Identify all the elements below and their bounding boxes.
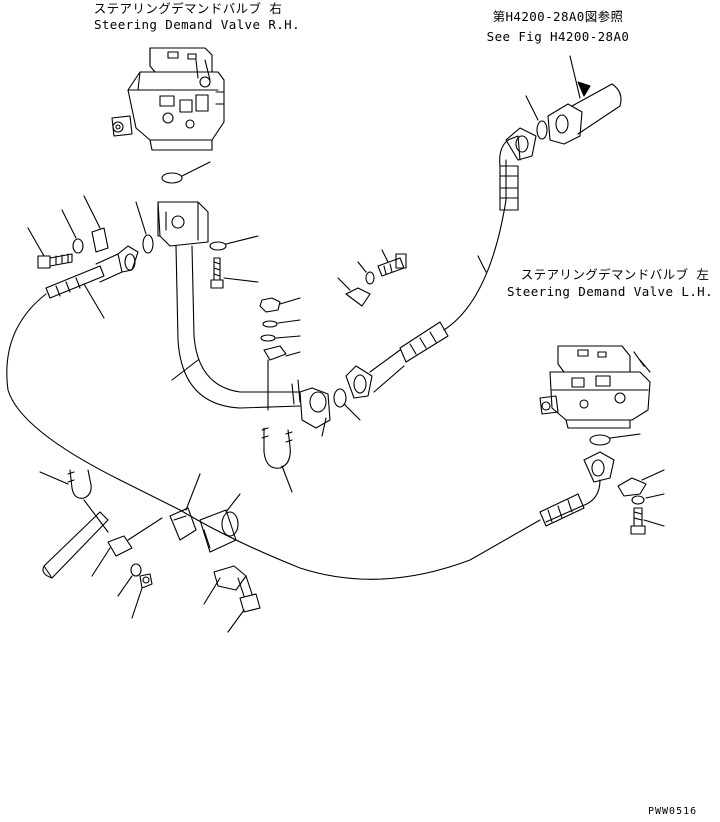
steel-tube (175, 245, 301, 409)
leader-line (277, 319, 301, 324)
washer (72, 238, 84, 254)
leader-line (321, 417, 327, 437)
hydraulic-hose-long (6, 293, 541, 580)
leader-line (61, 209, 77, 239)
drawing-code: PWW0516 (648, 806, 698, 817)
leader-line (171, 359, 199, 381)
washer (262, 320, 278, 328)
lh-valve-assembly (539, 345, 651, 429)
lh-valve-label-jp: ステアリングデマンドバルブ 左 (520, 267, 710, 282)
leader-line (275, 335, 301, 339)
o-ring (589, 434, 611, 446)
clamp (213, 565, 247, 591)
leader-line (223, 277, 259, 283)
reference-label-jp: 第H4200-28A0図参照 (492, 9, 624, 24)
steel-tube-edge (191, 245, 301, 393)
leader-line (117, 575, 133, 597)
split-flange (617, 477, 647, 497)
washer (209, 241, 227, 251)
leader-line (641, 469, 665, 481)
clamp-bracket (169, 507, 197, 541)
split-flange (91, 227, 109, 253)
u-bolt-lower (67, 469, 92, 499)
washer (130, 563, 142, 577)
leader-line (225, 493, 241, 513)
leader-line (203, 577, 221, 605)
bolt-left (37, 253, 73, 269)
leader-line (225, 235, 259, 245)
leader-line (91, 547, 111, 577)
hose-section (43, 511, 109, 579)
leader-line (135, 201, 147, 235)
leader-line (343, 403, 361, 421)
bolt-lh (630, 507, 646, 535)
hose-fitting-left (45, 245, 139, 299)
tube-flange (291, 379, 331, 429)
reference-label-en: See Fig H4200-28A0 (486, 29, 630, 44)
bolt-bottom (237, 575, 261, 613)
reference-arrow-line (569, 55, 581, 99)
leader-line (131, 587, 143, 619)
leader-line (227, 609, 245, 633)
leader-line (185, 473, 201, 511)
leader-line (525, 95, 539, 121)
lh-valve-label-en: Steering Demand Valve L.H. (506, 284, 714, 299)
u-bolt (261, 427, 293, 469)
leader-line (477, 255, 487, 273)
leader-line (127, 517, 163, 541)
nut-hole (142, 576, 150, 584)
leader-line (83, 195, 101, 229)
clip (263, 345, 287, 361)
hydraulic-hose-upper (443, 159, 507, 331)
leader-line (337, 277, 351, 291)
bolt-mid (377, 253, 407, 277)
o-ring (161, 172, 183, 184)
nut (139, 573, 153, 589)
o-ring (333, 388, 347, 408)
washer (365, 271, 375, 285)
leader-line (83, 283, 105, 319)
reference-arrow-head (577, 81, 591, 97)
rh-valve-assembly (111, 47, 225, 151)
hose-fitting-mid (345, 321, 449, 399)
o-ring (536, 120, 548, 140)
leader-line (39, 471, 69, 485)
washer (631, 495, 645, 505)
nut (259, 297, 281, 313)
rubber-cushion (199, 509, 239, 553)
rh-valve-label-en: Steering Demand Valve R.H. (93, 17, 301, 32)
o-ring (142, 234, 154, 254)
leader-line (27, 227, 45, 257)
washer (260, 334, 276, 342)
leader-line (643, 519, 665, 527)
leader-line (279, 297, 301, 305)
leader-line (609, 433, 641, 439)
hose-end (42, 565, 53, 579)
hose-fitting-upper-right (499, 127, 537, 211)
split-flange (345, 287, 371, 307)
leader-line (645, 493, 665, 499)
leader-line (381, 249, 389, 263)
leader-line (281, 465, 293, 493)
hose-fitting-lh (539, 451, 615, 527)
leader-line (357, 261, 367, 273)
bracket (107, 535, 133, 557)
rh-valve-label-jp: ステアリングデマンドバルブ 右 (93, 1, 283, 16)
flange-block (157, 201, 209, 247)
leader-line (285, 351, 301, 357)
leader-line (181, 161, 211, 177)
bolt (210, 257, 224, 289)
reference-pipe (547, 83, 622, 145)
